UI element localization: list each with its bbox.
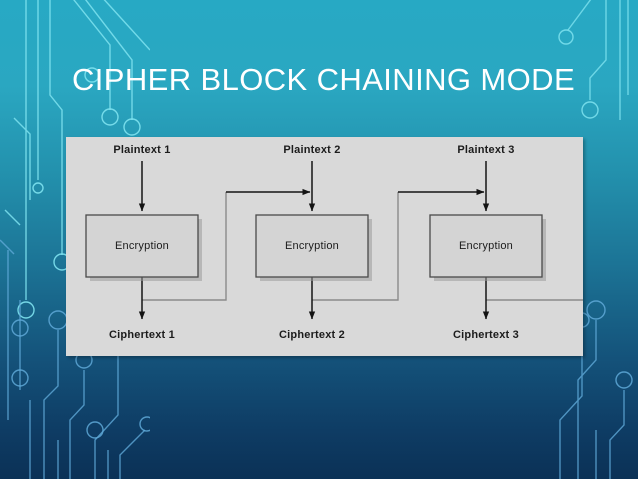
cbc-diagram-panel: Plaintext 1 Plaintext 2 Plaintext 3 Encr… (66, 137, 583, 356)
ciphertext-label-1: Ciphertext 1 (109, 329, 175, 341)
encryption-block-label-3: Encryption (459, 240, 513, 252)
cbc-diagram-graphics (85, 161, 583, 320)
ciphertext-label-3: Ciphertext 3 (453, 329, 519, 341)
plaintext-label-1: Plaintext 1 (113, 144, 171, 156)
ciphertext-label-2: Ciphertext 2 (279, 329, 345, 341)
page-title: CIPHER BLOCK CHAINING MODE (72, 62, 576, 97)
plaintext-label-2: Plaintext 2 (283, 144, 341, 156)
encryption-block-label-2: Encryption (285, 240, 339, 252)
plaintext-label-3: Plaintext 3 (457, 144, 515, 156)
encryption-block-label-1: Encryption (115, 240, 169, 252)
